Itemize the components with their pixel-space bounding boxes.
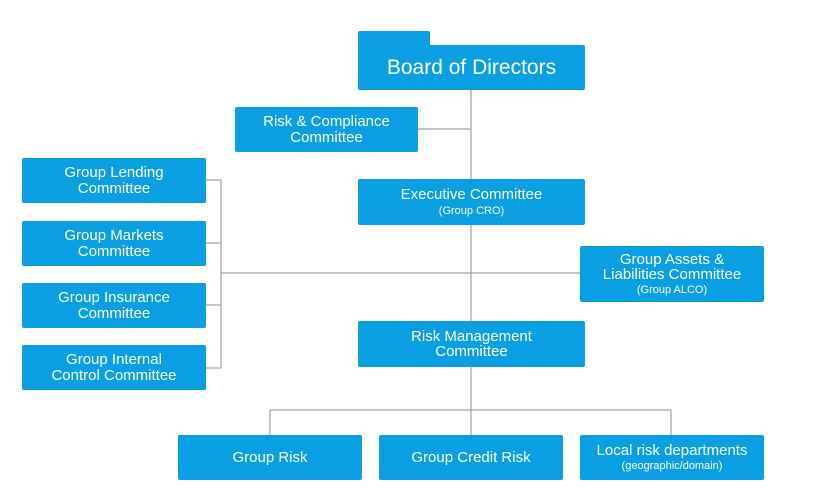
risk-compliance-committee-box: Risk & Compliance Committee bbox=[235, 107, 418, 152]
alco-line2: Liabilities Committee bbox=[602, 265, 742, 283]
group-lending-line2: Committee bbox=[77, 179, 151, 197]
local-risk-departments-label: Local risk departments bbox=[596, 441, 748, 459]
group-internal-control-committee-box: Group Internal Control Committee bbox=[22, 345, 206, 390]
risk-compliance-line1: Risk & Compliance bbox=[263, 113, 390, 131]
risk-management-committee-box: Risk Management Committee bbox=[358, 321, 585, 367]
group-markets-line1: Group Markets bbox=[64, 227, 164, 245]
group-credit-risk-box: Group Credit Risk bbox=[379, 435, 563, 480]
group-insurance-line1: Group Insurance bbox=[58, 289, 170, 307]
group-internal-line1: Group Internal bbox=[66, 351, 162, 369]
board-of-directors-label: Board of Directors bbox=[386, 55, 557, 79]
local-risk-departments-box: Local risk departments (geographic/domai… bbox=[580, 435, 764, 480]
group-internal-line2: Control Committee bbox=[51, 366, 177, 384]
executive-committee-box: Executive Committee (Group CRO) bbox=[358, 179, 585, 225]
alco-box: Group Assets & Liabilities Committee (Gr… bbox=[580, 246, 764, 302]
risk-management-line2: Committee bbox=[435, 343, 508, 360]
board-folder-tab bbox=[358, 31, 430, 47]
executive-committee-label: Executive Committee bbox=[400, 186, 543, 204]
group-markets-line2: Committee bbox=[77, 242, 151, 260]
risk-management-line1: Risk Management bbox=[411, 327, 532, 345]
risk-compliance-line2: Committee bbox=[290, 128, 363, 146]
alco-line1: Group Assets & bbox=[619, 250, 725, 268]
group-lending-committee-box: Group Lending Committee bbox=[22, 158, 206, 203]
group-credit-risk-label: Group Credit Risk bbox=[411, 448, 531, 466]
board-of-directors-box: Board of Directors bbox=[358, 45, 585, 90]
group-markets-committee-box: Group Markets Committee bbox=[22, 221, 206, 266]
group-insurance-line2: Committee bbox=[77, 304, 151, 322]
group-insurance-committee-box: Group Insurance Committee bbox=[22, 283, 206, 328]
group-risk-label: Group Risk bbox=[232, 448, 308, 466]
group-risk-box: Group Risk bbox=[178, 435, 362, 480]
group-lending-line1: Group Lending bbox=[64, 164, 164, 182]
executive-committee-sub: (Group CRO) bbox=[438, 204, 505, 217]
alco-sub: (Group ALCO) bbox=[636, 284, 708, 297]
local-risk-departments-sub: (geographic/domain) bbox=[621, 460, 723, 473]
